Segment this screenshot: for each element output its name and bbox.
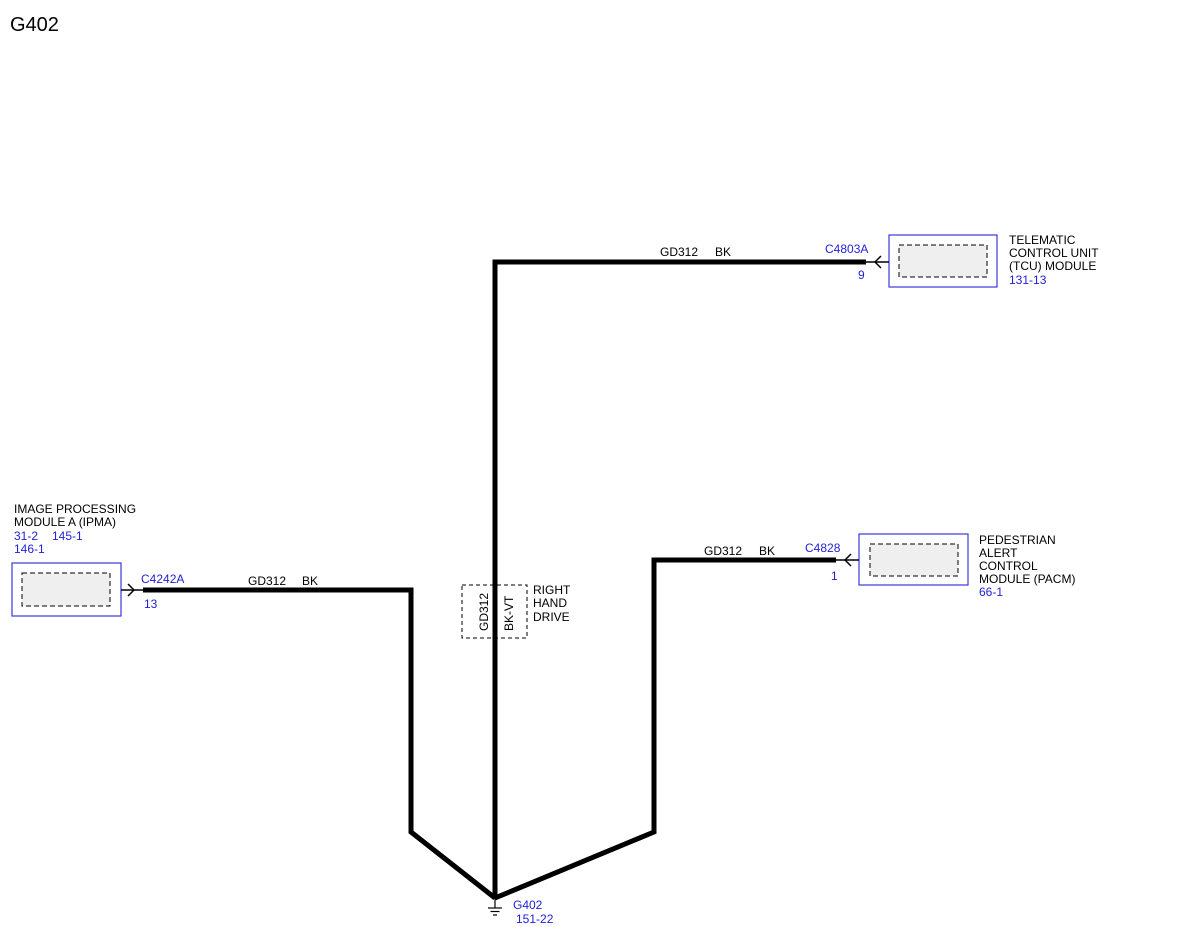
rhd-wire-color: BK-VT: [502, 595, 516, 631]
page-title: G402: [10, 14, 59, 36]
ipma-name-line2: MODULE A (IPMA): [14, 515, 116, 529]
pacm-name-line1: PEDESTRIAN: [979, 533, 1056, 547]
tcu-pin-arrow: [866, 255, 889, 269]
rhd-label-line3: DRIVE: [533, 610, 570, 624]
pacm-wire-color: BK: [759, 544, 775, 558]
rhd-option-box: [461, 584, 528, 639]
pacm-pin-arrow: [836, 553, 859, 567]
pacm-module[interactable]: [858, 533, 969, 586]
pacm-connector-id[interactable]: C4828: [805, 541, 841, 555]
tcu-connector-id[interactable]: C4803A: [825, 242, 868, 256]
ipma-module[interactable]: [11, 562, 122, 617]
tcu-name-line3: (TCU) MODULE: [1009, 259, 1096, 273]
pacm-pin-number: 1: [831, 569, 838, 583]
rhd-label-line1: RIGHT: [533, 583, 571, 597]
tcu-wire-circuit: GD312: [660, 245, 698, 259]
ground-ref[interactable]: 151-22: [516, 912, 554, 926]
ipma-pin-arrow: [121, 583, 143, 597]
rhd-wire-circuit: GD312: [477, 593, 491, 631]
tcu-module[interactable]: [888, 234, 998, 288]
tcu-ref[interactable]: 131-13: [1009, 273, 1047, 287]
ipma-module-inner: [21, 572, 111, 607]
pacm-ref[interactable]: 66-1: [979, 585, 1003, 599]
ipma-ref-2[interactable]: 145-1: [52, 529, 83, 543]
ipma-name-line1: IMAGE PROCESSING: [14, 502, 136, 516]
ground-name[interactable]: G402: [513, 898, 543, 912]
pacm-wire-circuit: GD312: [704, 544, 742, 558]
wire-pacm-to-ground: [494, 557, 836, 901]
wire-tcu-to-ground: [492, 259, 866, 898]
tcu-name-line2: CONTROL UNIT: [1009, 246, 1099, 260]
ipma-connector-id[interactable]: C4242A: [141, 572, 184, 586]
ipma-pin-number: 13: [144, 597, 158, 611]
wire-ipma-to-ground: [143, 587, 497, 900]
tcu-pin-number: 9: [858, 268, 865, 282]
pacm-name-line3: CONTROL: [979, 559, 1038, 573]
pacm-name-line2: ALERT: [979, 546, 1018, 560]
tcu-name-line1: TELEMATIC: [1009, 233, 1076, 247]
rhd-label-line2: HAND: [533, 596, 567, 610]
tcu-module-inner: [898, 244, 988, 278]
pacm-name-line4: MODULE (PACM): [979, 572, 1075, 586]
ipma-wire-color: BK: [302, 574, 318, 588]
ground-icon: [488, 898, 502, 916]
pacm-module-inner: [869, 543, 959, 577]
tcu-wire-color: BK: [715, 245, 731, 259]
ipma-wire-circuit: GD312: [248, 574, 286, 588]
ipma-ref-3[interactable]: 146-1: [14, 542, 45, 556]
ipma-ref-1[interactable]: 31-2: [14, 529, 38, 543]
